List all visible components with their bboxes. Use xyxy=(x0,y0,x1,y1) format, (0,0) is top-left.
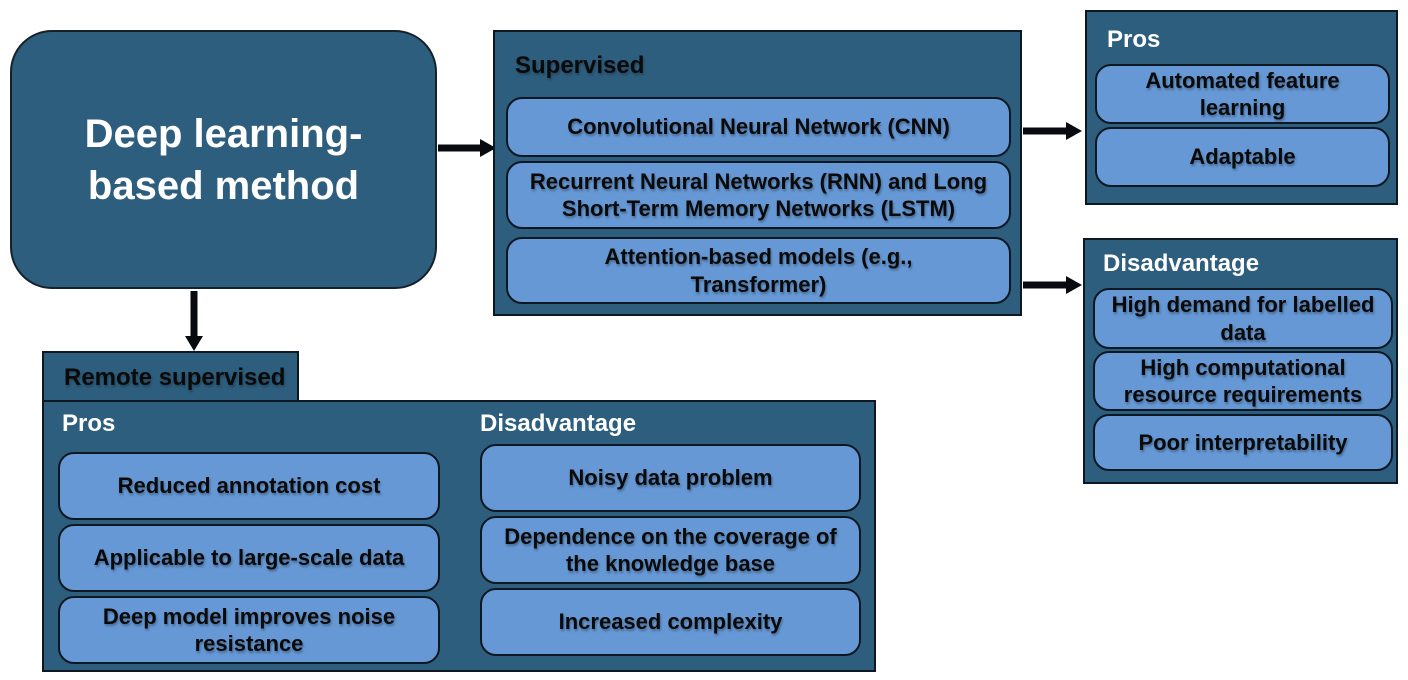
supervised-pros-panel: Pros Automated feature learning Adaptabl… xyxy=(1085,10,1398,205)
supervised-cons-item: High demand for labelled data xyxy=(1093,288,1393,349)
remote-cons-item: Noisy data problem xyxy=(480,444,861,512)
remote-cons-item: Increased complexity xyxy=(480,588,861,656)
supervised-cons-panel: Disadvantage High demand for labelled da… xyxy=(1083,238,1398,484)
remote-pros-item: Deep model improves noise resistance xyxy=(58,596,440,664)
supervised-panel: Supervised Convolutional Neural Network … xyxy=(493,30,1022,316)
arrow-root-to-remote xyxy=(185,291,203,351)
supervised-pros-item: Adaptable xyxy=(1095,127,1390,187)
supervised-item-rnn-lstm: Recurrent Neural Networks (RNN) and Long… xyxy=(506,161,1011,229)
arrow-supervised-to-pros xyxy=(1023,122,1082,140)
supervised-panel-label: Supervised xyxy=(515,52,645,79)
remote-panel: Pros Reduced annotation cost Applicable … xyxy=(42,400,876,672)
supervised-cons-label: Disadvantage xyxy=(1103,250,1260,277)
supervised-cons-item: High computational resource requirements xyxy=(1093,351,1393,411)
remote-pros-item: Applicable to large-scale data xyxy=(58,524,440,592)
arrow-supervised-to-disadvantage xyxy=(1023,276,1082,294)
supervised-pros-label: Pros xyxy=(1107,26,1161,53)
supervised-cons-item: Poor interpretability xyxy=(1093,414,1393,471)
root-node: Deep learning-based method xyxy=(10,30,437,289)
remote-cons-item: Dependence on the coverage of the knowle… xyxy=(480,516,861,584)
root-node-title: Deep learning-based method xyxy=(84,111,363,208)
remote-tab: Remote supervised xyxy=(42,351,299,402)
supervised-item-attention: Attention-based models (e.g., Transforme… xyxy=(506,237,1011,304)
remote-pros-label: Pros xyxy=(62,410,116,437)
remote-cons-label: Disadvantage xyxy=(480,410,637,437)
arrow-root-to-supervised xyxy=(438,139,496,157)
supervised-item-cnn: Convolutional Neural Network (CNN) xyxy=(506,97,1011,157)
supervised-pros-item: Automated feature learning xyxy=(1095,64,1390,124)
remote-pros-item: Reduced annotation cost xyxy=(58,452,440,520)
remote-tab-label: Remote supervised xyxy=(64,364,286,391)
